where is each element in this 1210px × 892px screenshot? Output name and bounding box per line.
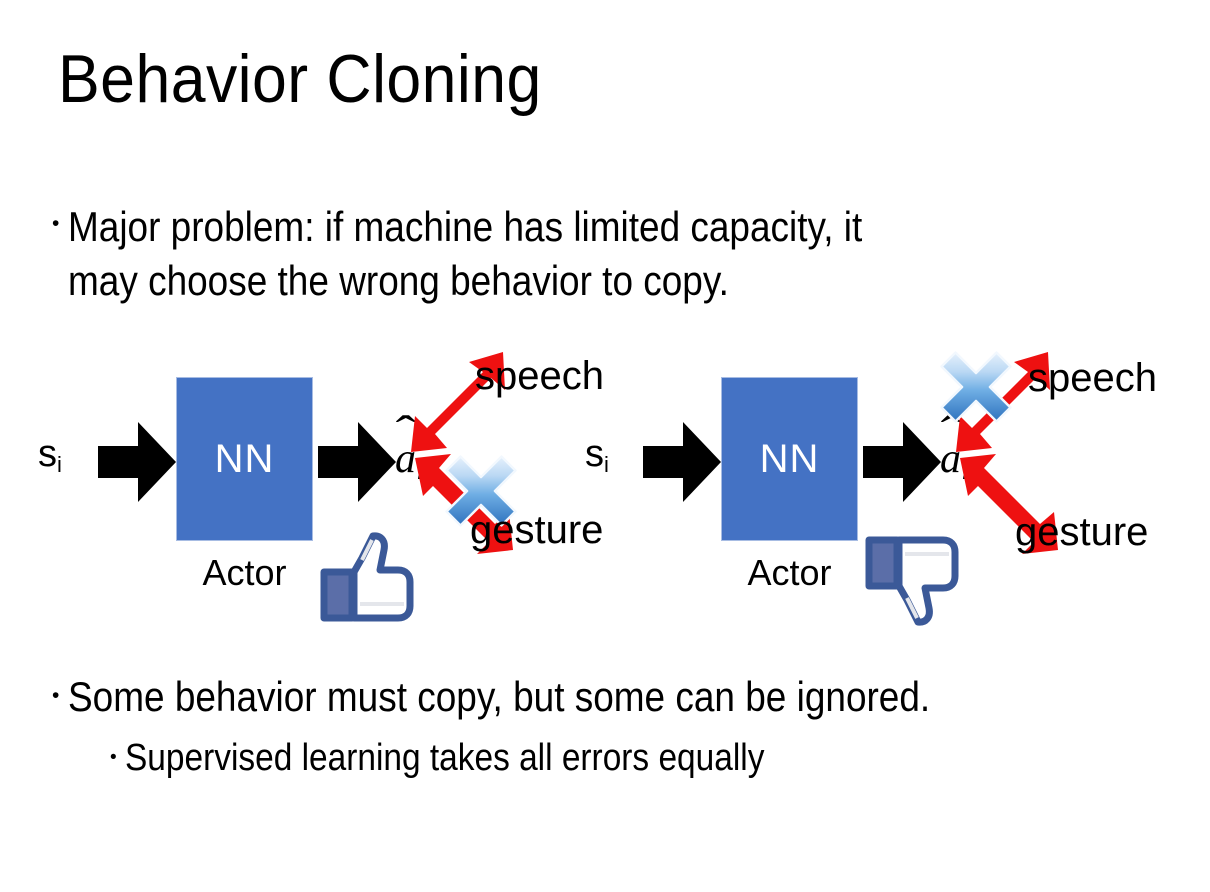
output-arrow-right [863,420,941,504]
actor-label-right: Actor [747,552,832,593]
bullet-major-problem: • Major problem: if machine has limited … [52,200,1172,308]
output-arrow-left [318,420,396,504]
branch-arrow-speech-left [405,344,521,460]
cross-out-speech-icon-right [935,346,1017,428]
state-label-right: si [585,433,609,477]
bullet-dot-icon: • [52,684,60,708]
actor-label-left: Actor [202,552,287,593]
thumbs-up-icon [318,530,422,626]
branch-arrow-gesture-right [950,450,1066,566]
bullet-supervised-learning: • Supervised learning takes all errors e… [110,736,1180,782]
branch-label-speech-left: speech [475,354,604,398]
nn-box-label-left: NN [214,437,275,481]
nn-box-left: NN [176,377,313,541]
branch-label-gesture-right: gesture [1015,510,1149,554]
bullet-major-problem-text: Major problem: if machine has limited ca… [68,203,863,304]
bullet-some-behavior-text: Some behavior must copy, but some can be… [68,673,931,720]
diagram-panel-left: si NN Actor ai [20,340,604,640]
diagram-panel-right: si NN Actor ai [565,340,1157,640]
bullet-dot-icon: • [110,746,117,768]
thumbs-down-icon [863,532,967,628]
input-arrow-right [643,420,721,504]
bullet-supervised-learning-text: Supervised learning takes all errors equ… [124,737,765,779]
nn-box-right: NN [721,377,858,541]
bullet-some-behavior: • Some behavior must copy, but some can … [52,672,1182,722]
branch-label-gesture-left: gesture [470,508,604,552]
page-title: Behavior Cloning [58,41,542,117]
input-arrow-left [98,420,176,504]
bullet-dot-icon: • [52,212,60,236]
state-label-left: si [38,433,62,477]
cross-out-gesture-icon-left [440,450,522,532]
nn-box-label-right: NN [759,437,820,481]
branch-label-speech-right: speech [1028,356,1157,400]
